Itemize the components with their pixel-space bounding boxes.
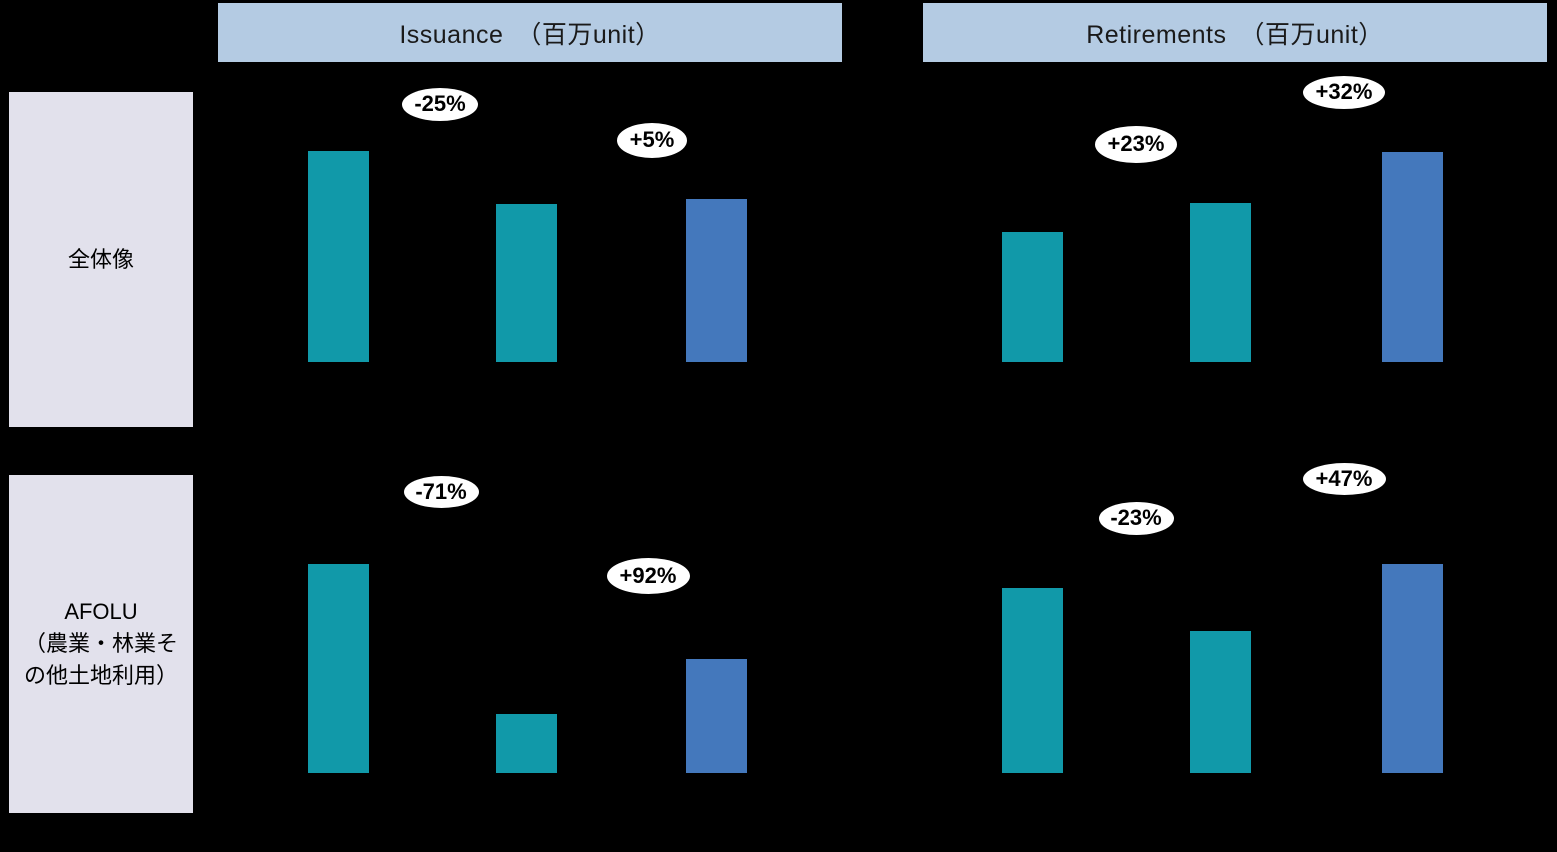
row-label-afolu: AFOLU （農業・林業そ の他土地利用） — [9, 475, 193, 813]
bar-q2-1 — [496, 714, 557, 773]
panel-header-retirements: Retirements （百万unit） — [923, 3, 1547, 62]
bar-q1-1 — [1190, 203, 1251, 362]
pct-change-badge: +23% — [1095, 125, 1177, 163]
bar-q0-2 — [686, 199, 747, 362]
pct-change-badge: -25% — [402, 87, 478, 121]
bar-q3-1 — [1190, 631, 1251, 773]
bar-q3-2 — [1382, 564, 1443, 773]
row-label-overall: 全体像 — [9, 92, 193, 427]
pct-change-badge: +92% — [606, 558, 690, 594]
pct-change-badge: +47% — [1302, 463, 1386, 495]
bar-q0-1 — [496, 204, 557, 362]
bar-q3-0 — [1002, 588, 1063, 773]
pct-change-badge: -23% — [1098, 501, 1174, 535]
bar-q1-2 — [1382, 152, 1443, 362]
pct-change-badge: -71% — [403, 476, 479, 508]
pct-change-badge: +32% — [1303, 75, 1385, 109]
bar-q2-2 — [686, 659, 747, 773]
pct-change-badge: +5% — [617, 122, 687, 158]
panel-header-issuance: Issuance （百万unit） — [218, 3, 842, 62]
bar-q2-0 — [308, 564, 369, 773]
bar-q0-0 — [308, 151, 369, 362]
bar-q1-0 — [1002, 232, 1063, 362]
